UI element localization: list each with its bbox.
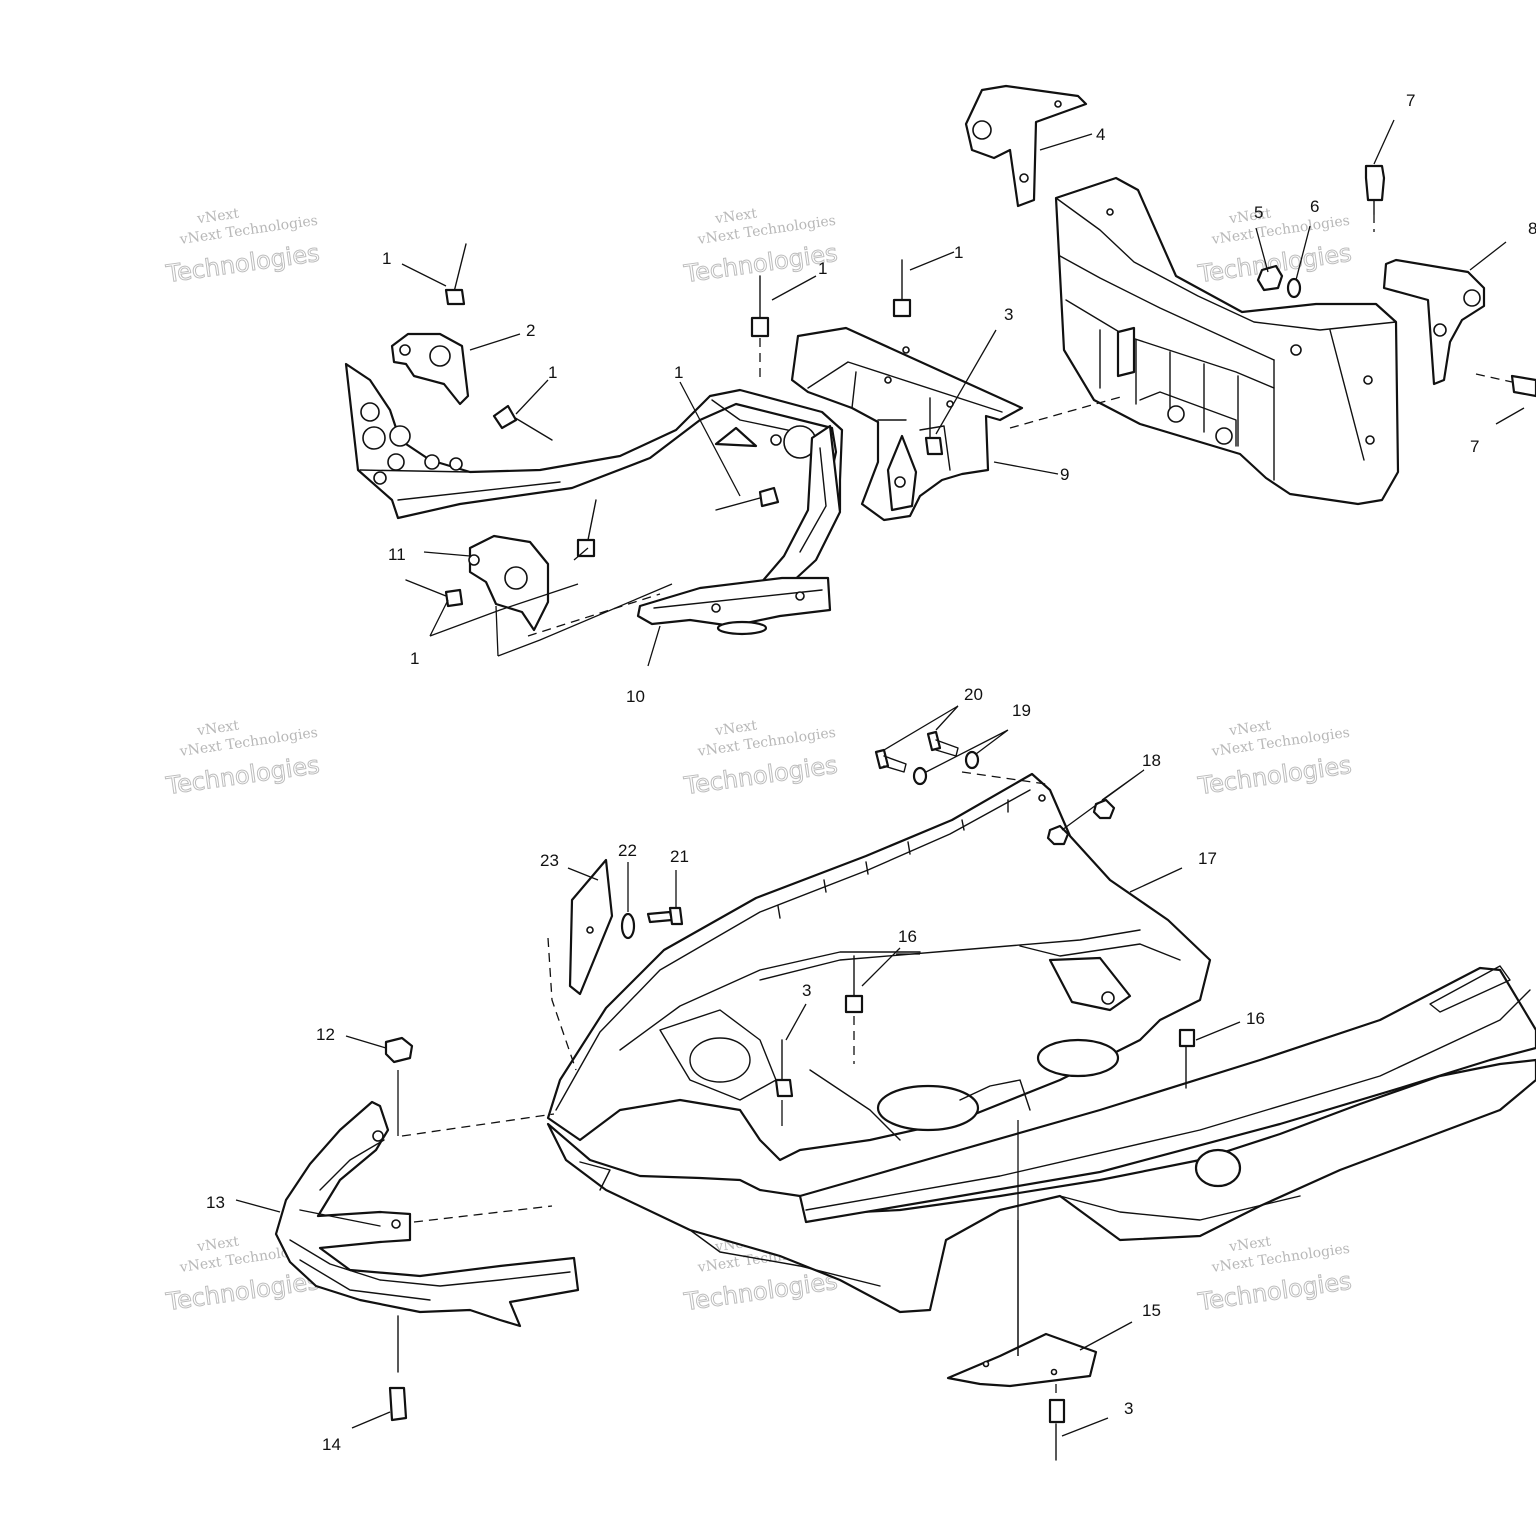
callout-5: 5: [1254, 203, 1263, 222]
part-10-foot-bracket: [636, 576, 832, 636]
callout-4: 4: [1096, 125, 1105, 144]
alignment-lines-upper: [495, 214, 1513, 657]
nut-18: [1092, 798, 1116, 820]
svg-text:vNext: vNext: [713, 718, 758, 740]
callout-22: 22: [618, 841, 637, 860]
nut-18: [1046, 824, 1070, 846]
callout-1: 1: [818, 259, 827, 278]
callout-8: 8: [1528, 219, 1536, 238]
fasteners-lower: [384, 730, 1196, 1461]
rivet-1: [576, 499, 597, 558]
washer-19: [964, 750, 980, 770]
callout-1: 1: [382, 249, 391, 268]
svg-text:vNext: vNext: [195, 718, 240, 740]
callout-9: 9: [1060, 465, 1069, 484]
part-9-mount-bracket: [790, 326, 1024, 522]
svg-text:vNext: vNext: [1227, 206, 1272, 228]
leader-lines: [235, 119, 1525, 1437]
watermark: vNext vNext Technologies Technologies: [681, 718, 840, 801]
watermark: vNext vNext Technologies Technologies: [1195, 718, 1354, 801]
callout-labels: 1 1 1 1 1 1 2 3 3 3 4 5 6 7 7 8 9 10 11 …: [206, 91, 1536, 1454]
callout-18: 18: [1142, 751, 1161, 770]
bolt-3: [1048, 1398, 1066, 1461]
callout-3: 3: [1124, 1399, 1133, 1418]
svg-text:vNext: vNext: [195, 1234, 240, 1256]
side-panel: [546, 965, 1536, 1314]
callout-16: 16: [898, 927, 917, 946]
fasteners-upper: [405, 164, 1536, 608]
rivet-16: [1178, 1028, 1196, 1089]
bolt-7: [1364, 164, 1386, 215]
part-15-plate: [946, 1332, 1098, 1388]
bolt-21: [646, 906, 684, 926]
part-13-bumper: [274, 1100, 580, 1328]
part-17-hood: [546, 772, 1212, 1162]
washer-19: [912, 766, 928, 786]
bolt-14: [388, 1315, 408, 1422]
svg-text:vNext: vNext: [713, 206, 758, 228]
part-23-strap: [568, 858, 614, 996]
callout-15: 15: [1142, 1301, 1161, 1320]
left-frame-rail: [344, 362, 844, 520]
callout-17: 17: [1198, 849, 1217, 868]
bolt-3: [774, 1039, 794, 1098]
callout-11: 11: [388, 545, 406, 564]
bolt-3: [924, 397, 944, 456]
callout-16: 16: [1246, 1009, 1265, 1028]
callout-21: 21: [670, 847, 689, 866]
rivet-1: [715, 486, 780, 511]
bolt-20: [874, 748, 907, 773]
watermark: vNext vNext Technologies Technologies: [1195, 1234, 1354, 1317]
callout-1: 1: [548, 363, 557, 382]
callout-3: 3: [802, 981, 811, 1000]
callout-7: 7: [1470, 437, 1479, 456]
rivet-1: [492, 404, 553, 441]
callout-7: 7: [1406, 91, 1415, 110]
part-8-bracket: [1382, 258, 1486, 386]
alignment-lines-lower: [397, 771, 1057, 1396]
rivet-1: [750, 275, 770, 338]
callout-19: 19: [1012, 701, 1031, 720]
nut-5: [1256, 264, 1284, 292]
callout-3: 3: [1004, 305, 1013, 324]
part-2-bracket: [390, 332, 470, 406]
watermark: vNext vNext Technologies Technologies: [163, 718, 322, 801]
callout-10: 10: [626, 687, 645, 706]
watermark: vNext vNext Technologies Technologies: [163, 206, 322, 289]
rivet-1: [892, 259, 912, 318]
part-11-bracket: [468, 534, 550, 632]
svg-text:vNext: vNext: [1227, 718, 1272, 740]
nut-12: [384, 1036, 414, 1064]
washer-6: [1286, 277, 1302, 299]
rivet-1: [444, 243, 467, 306]
callout-1: 1: [410, 649, 419, 668]
bolt-7: [1510, 374, 1536, 398]
callout-20: 20: [964, 685, 983, 704]
callout-12: 12: [316, 1025, 335, 1044]
bolt-20: [926, 730, 959, 757]
callout-23: 23: [540, 851, 559, 870]
callout-6: 6: [1310, 197, 1319, 216]
callout-1: 1: [954, 243, 963, 262]
callout-2: 2: [526, 321, 535, 340]
rivet-16: [844, 955, 864, 1014]
bulkhead-cross-member: [1054, 176, 1400, 506]
callout-13: 13: [206, 1193, 225, 1212]
washer-22: [620, 912, 636, 940]
callout-1: 1: [674, 363, 683, 382]
callout-14: 14: [322, 1435, 341, 1454]
rivet-1: [405, 579, 464, 608]
svg-text:vNext: vNext: [1227, 1234, 1272, 1256]
part-4-bracket: [964, 84, 1088, 208]
svg-text:vNext: vNext: [195, 206, 240, 228]
